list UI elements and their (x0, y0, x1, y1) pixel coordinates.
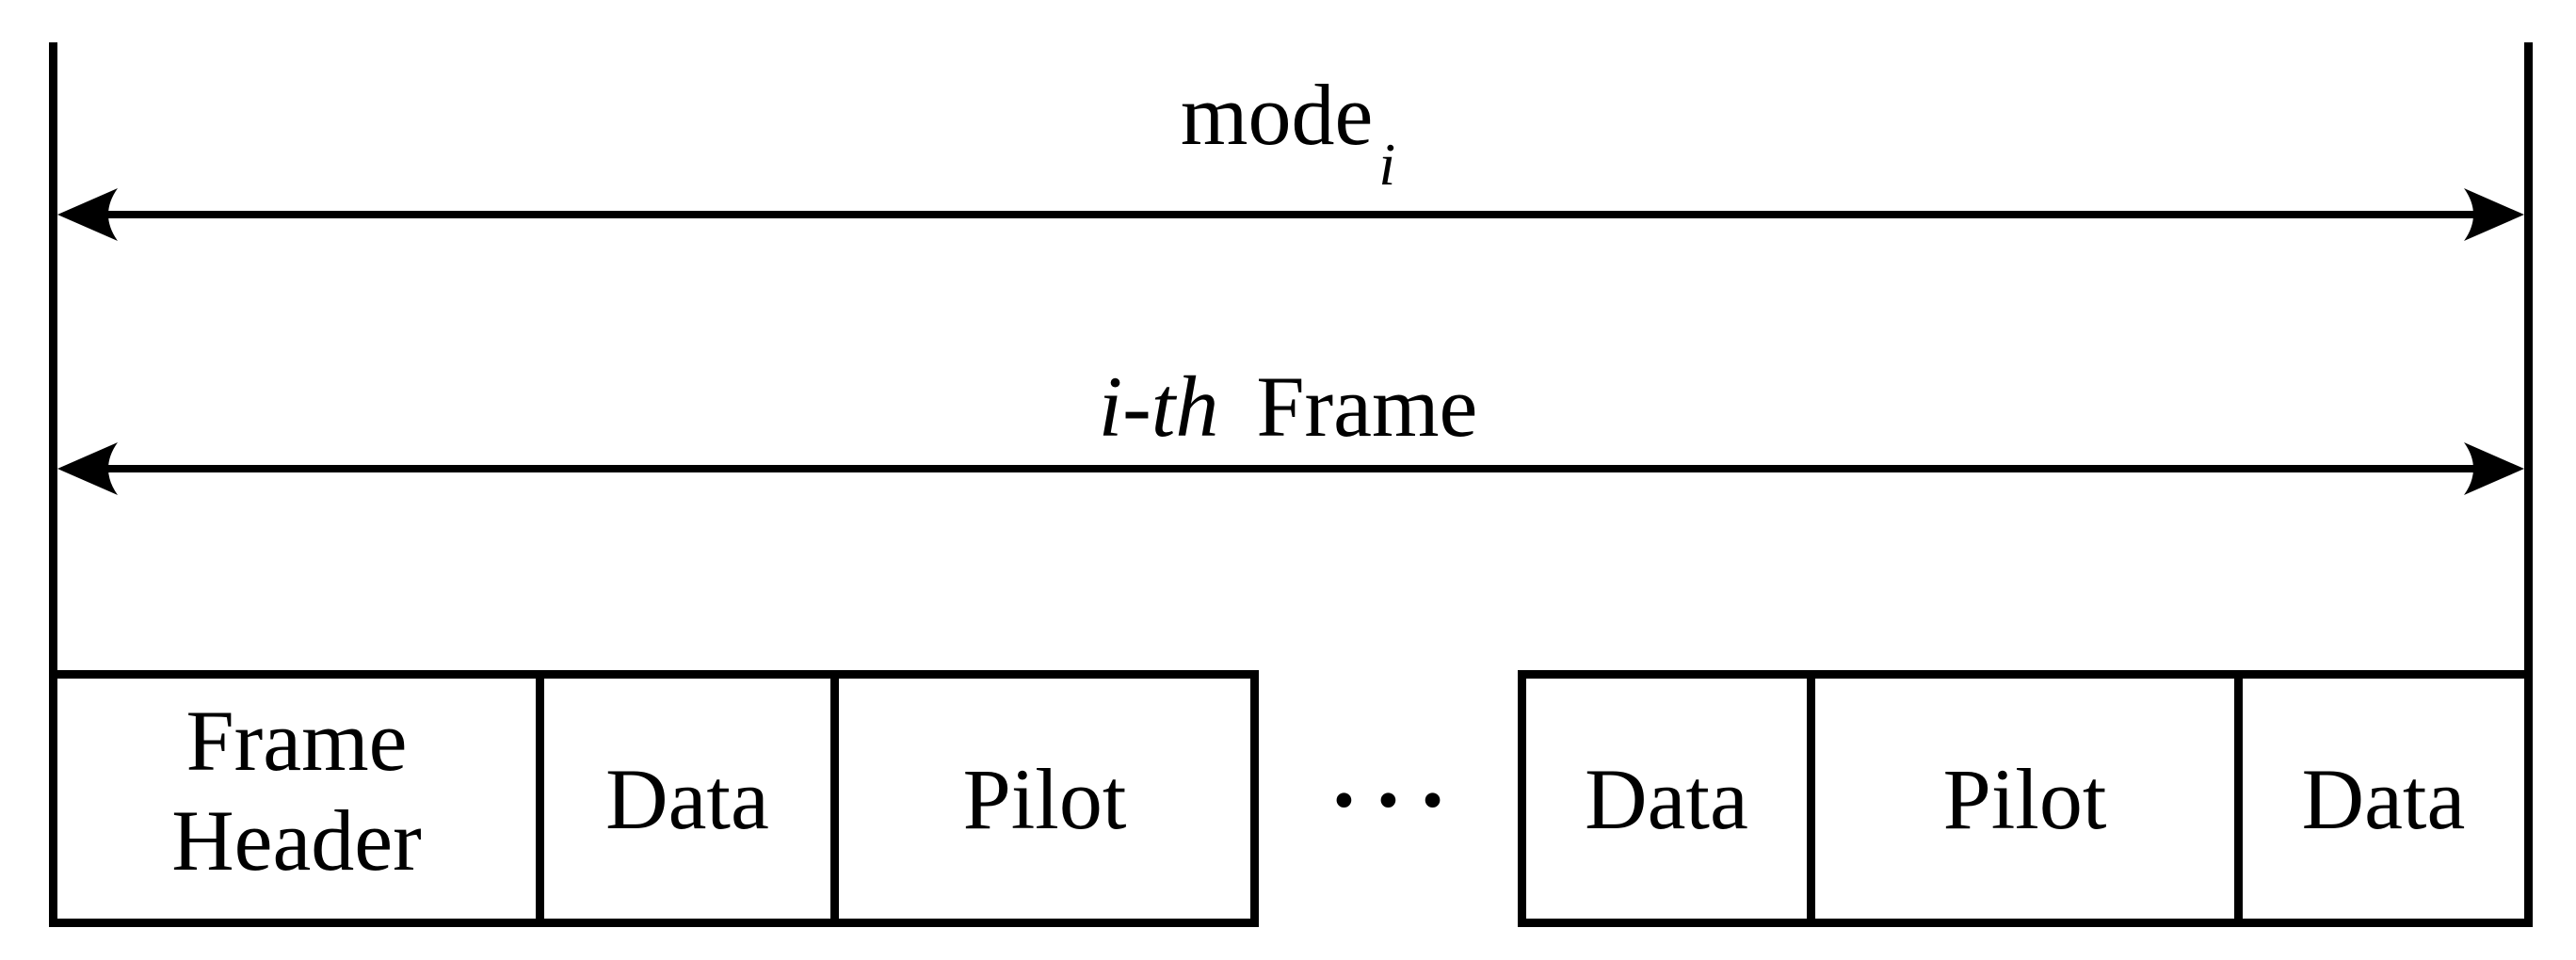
right-boundary-line (2524, 42, 2533, 927)
ith-frame-label: i-th Frame (0, 360, 2576, 454)
mode-span-arrow (57, 188, 2524, 241)
ellipsis-text: ••• (1332, 766, 1467, 835)
segment-box-data-1: Data (536, 670, 839, 927)
ith-frame-label-italic: i-th (1098, 359, 1219, 455)
segment-box-data-2: Data (1518, 670, 1815, 927)
mode-label-subscript: i (1378, 131, 1396, 199)
segment-label: Data (2301, 750, 2466, 847)
arrowhead-right-icon (2464, 188, 2524, 241)
segment-label: Pilot (962, 750, 1127, 847)
arrowhead-right-icon (2464, 442, 2524, 495)
mode-label-base: mode (1180, 67, 1374, 163)
segment-box-pilot-1: Pilot (830, 670, 1259, 927)
segment-label: Frame Header (171, 692, 422, 888)
segment-label: Data (1585, 750, 1748, 847)
segment-box-frame-header: Frame Header (49, 670, 544, 927)
ellipsis-dots: ••• (1259, 749, 1518, 853)
segment-label: Pilot (1942, 750, 2107, 847)
arrowhead-left-icon (57, 442, 118, 495)
arrowhead-left-icon (57, 188, 118, 241)
ith-frame-label-word: Frame (1256, 359, 1478, 455)
segment-box-data-3: Data (2234, 670, 2533, 927)
frame-span-arrow (57, 442, 2524, 495)
left-boundary-line (49, 42, 57, 927)
segment-label: Data (605, 750, 769, 847)
segment-box-pilot-2: Pilot (1807, 670, 2243, 927)
mode-label: modei (0, 67, 2576, 198)
